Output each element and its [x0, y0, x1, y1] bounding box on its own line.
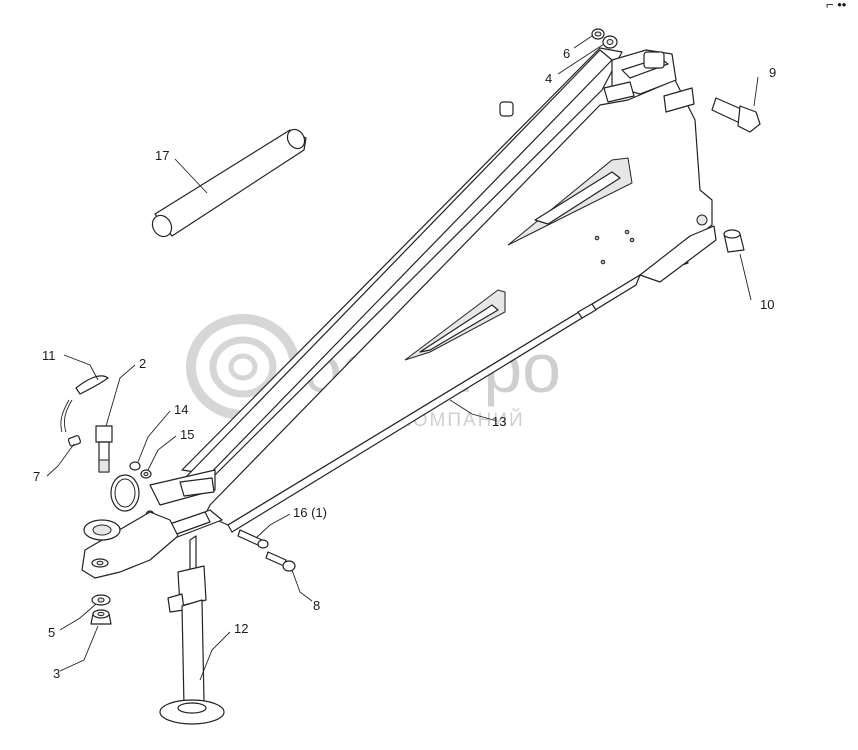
- callout-3: 3: [53, 666, 60, 681]
- callout-labels: 17 6 4 9 10 11 2 14 15 7 13 16 (1) 8 5 3…: [33, 46, 776, 681]
- callout-17: 17: [155, 148, 169, 163]
- pin-part-17: [151, 128, 307, 238]
- corner-mark: ⌐ ••: [826, 0, 847, 12]
- pin-part-9: [711, 97, 761, 133]
- callout-5: 5: [48, 625, 55, 640]
- washer-part-5: [91, 594, 111, 606]
- bolt-part-2: [95, 425, 113, 473]
- leader-lines: [46, 35, 759, 681]
- jack-stand-part-12: [159, 535, 225, 725]
- drawbar-frame: [129, 47, 717, 553]
- bolt-part-8: [265, 551, 296, 572]
- callout-7: 7: [33, 469, 40, 484]
- callout-12: 12: [234, 621, 248, 636]
- lifting-ring: [110, 474, 140, 512]
- callout-16: 16 (1): [293, 505, 327, 520]
- callout-14: 14: [174, 402, 188, 417]
- callout-9: 9: [769, 65, 776, 80]
- callout-6: 6: [563, 46, 570, 61]
- callout-4: 4: [545, 71, 552, 86]
- drawbar-eye: [81, 511, 179, 579]
- callout-11: 11: [42, 348, 56, 363]
- callout-8: 8: [313, 598, 320, 613]
- nut-washer-14-15: [129, 461, 152, 479]
- bushing-part-10: [723, 229, 745, 253]
- callout-2: 2: [139, 356, 146, 371]
- bushing-upper: [499, 101, 514, 117]
- ring-part-4: [602, 35, 618, 49]
- callout-15: 15: [180, 427, 194, 442]
- callout-13: 13: [492, 414, 506, 429]
- nut-part-3: [90, 609, 112, 625]
- cotter-pin-part-11: [60, 375, 109, 433]
- ring-part-6: [591, 28, 605, 40]
- screw-part-16: [237, 529, 269, 549]
- callout-10: 10: [760, 297, 774, 312]
- clip-part-7: [67, 435, 82, 447]
